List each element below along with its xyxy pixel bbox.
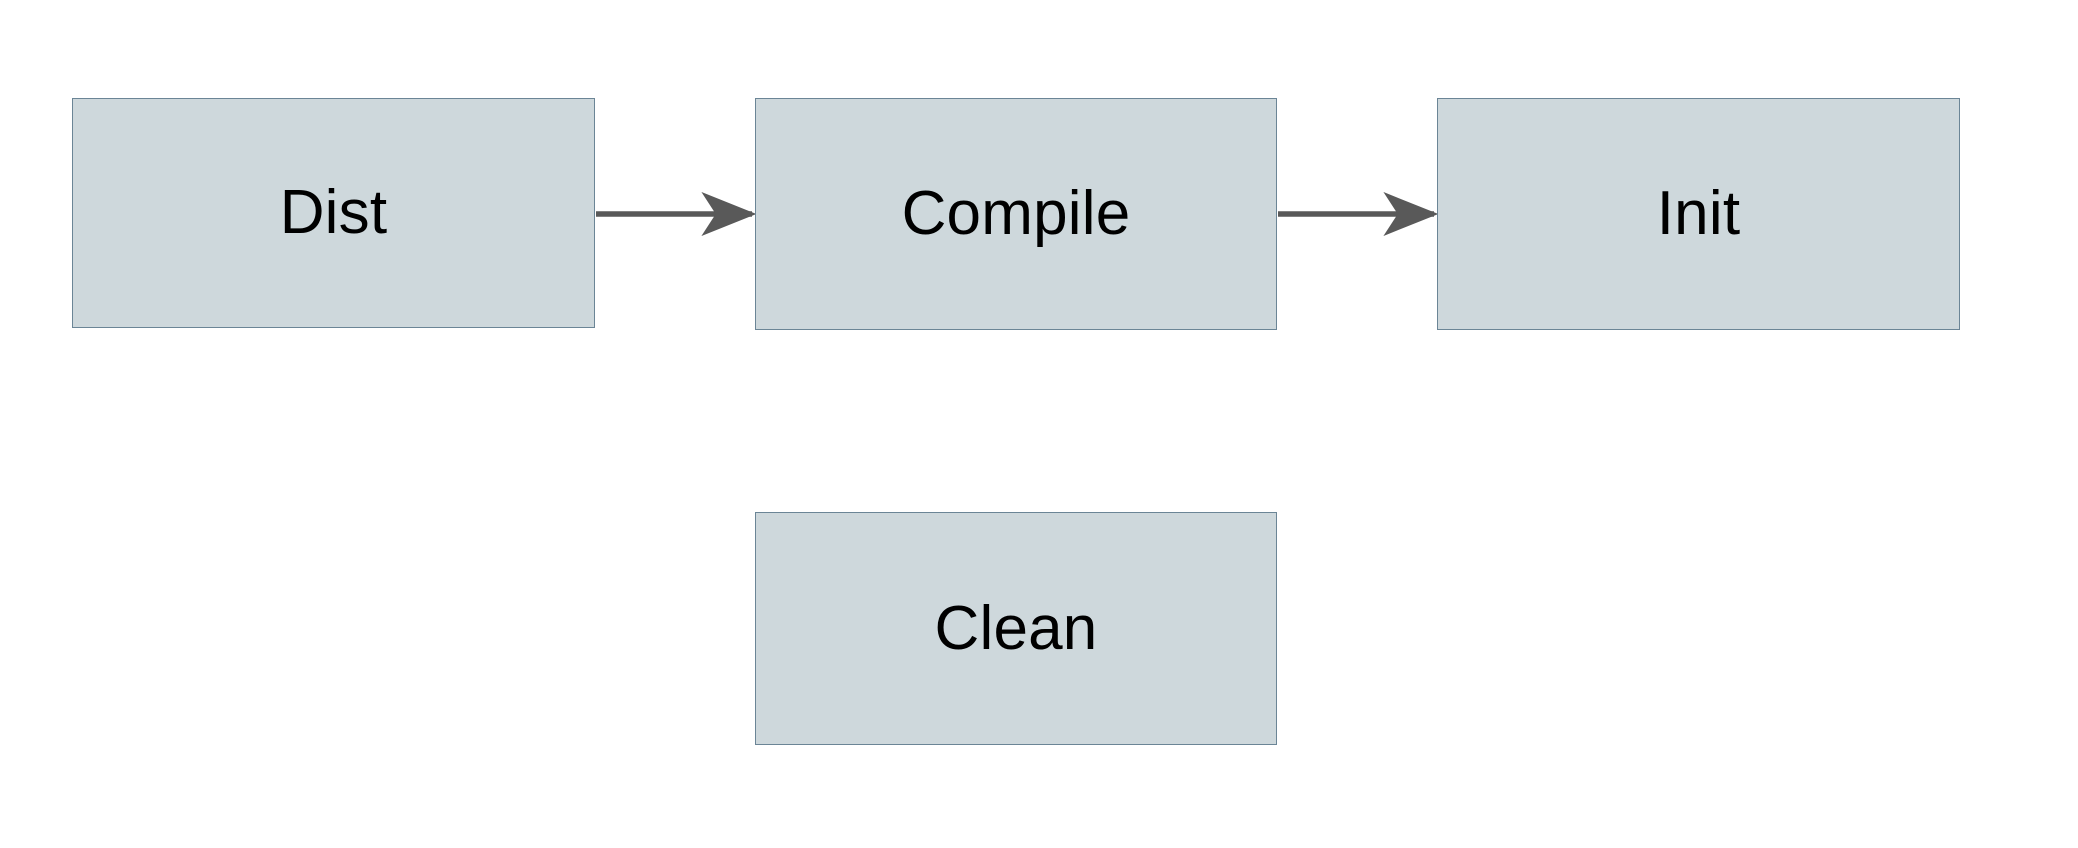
- node-dist-label: Dist: [279, 178, 388, 247]
- edge-dist-to-compile-hitbox[interactable]: [595, 197, 755, 231]
- node-compile-label: Compile: [901, 179, 1131, 248]
- node-init-label: Init: [1656, 179, 1741, 248]
- node-dist[interactable]: Dist: [72, 98, 595, 328]
- node-init[interactable]: Init: [1437, 98, 1960, 330]
- edge-compile-to-init-hitbox[interactable]: [1277, 197, 1437, 231]
- node-clean[interactable]: Clean: [755, 512, 1277, 745]
- node-clean-label: Clean: [934, 593, 1098, 663]
- node-compile[interactable]: Compile: [755, 98, 1277, 330]
